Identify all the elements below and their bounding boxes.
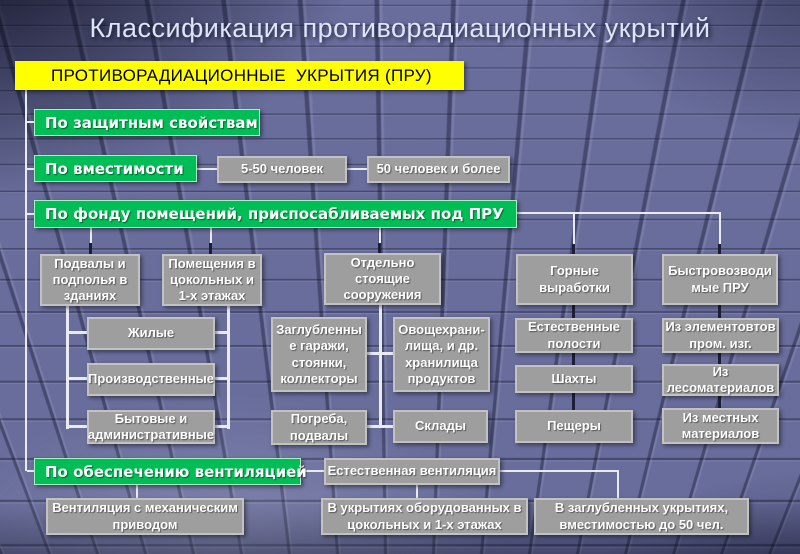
connector-vent-right: [500, 470, 619, 472]
mining-type-natural-cavities: Естественные полости: [515, 318, 633, 353]
connector-dark-r5: [718, 244, 721, 254]
group-mining: Горные выработки: [516, 254, 633, 305]
slide-title: Классификация противорадиационных укрыти…: [89, 13, 711, 43]
connector-dark-p2: [718, 353, 721, 364]
group-prefab: Быстровозводи мые ПРУ: [662, 254, 778, 305]
prefab-type-timber: Из лесоматериалов: [662, 364, 779, 396]
basement-type-household: Бытовые и административные: [87, 410, 215, 444]
root-box: ПРОТИВОРАДИАЦИОННЫЕ УКРЫТИЯ (ПРУ): [15, 61, 464, 90]
connector-vent-drop1: [136, 485, 138, 498]
connector-dark-r4: [572, 244, 575, 254]
connector-d1: [367, 352, 393, 355]
connector-trunk: [25, 90, 27, 471]
connector-dark-r3: [378, 243, 381, 253]
group-basements: Подвалы и подполья в зданиях: [40, 254, 140, 306]
connector-groundfloors-v: [227, 305, 230, 429]
connector-b1: [66, 331, 87, 334]
connector-stub-premises: [27, 213, 34, 215]
category-protective: По защитным свойствам: [34, 109, 260, 136]
prefab-type-industrial-elements: Из элементовтов пром. изг.: [662, 318, 779, 353]
mining-type-shafts: Шахты: [515, 365, 633, 393]
capacity-option-large: 50 человек и более: [367, 156, 510, 183]
ventilation-natural: Естественная вентиляция: [324, 458, 500, 485]
connector-premises-right: [517, 212, 721, 214]
connector-dark-r1: [89, 243, 92, 254]
connector-g3: [215, 425, 229, 428]
category-premises: По фонду помещений, приспосабливаемых по…: [34, 200, 517, 228]
connector-vent-drop2: [416, 485, 418, 498]
category-capacity: По вместимости: [34, 155, 197, 182]
connector-d2: [367, 425, 393, 428]
connector-dark-m2: [572, 353, 575, 365]
capacity-option-small: 5-50 человек: [217, 156, 347, 183]
connector-g1: [215, 331, 229, 334]
connector-stub-capacity: [27, 168, 34, 170]
basement-type-industrial: Производственные: [87, 363, 215, 396]
connector-b2: [66, 377, 87, 380]
mining-type-caves: Пещеры: [515, 410, 633, 443]
connector-capacity-opt2: [347, 168, 367, 170]
connector-g2: [215, 377, 229, 380]
connector-dark-m3: [572, 393, 575, 410]
connector-b3: [66, 425, 87, 428]
connector-detached-v: [379, 305, 382, 428]
detached-type-cellars: Погреба, подвалы: [271, 410, 367, 445]
prefab-type-local-materials: Из местных материалов: [662, 408, 779, 444]
connector-dark-p3: [718, 396, 721, 408]
connector-stub-ventilation: [27, 470, 34, 472]
connector-vent-drop3: [617, 470, 619, 498]
ventilation-mechanical: Вентиляция с механическим приводом: [46, 498, 244, 535]
detached-type-vegetable-stores: Овощехрани- лища, и др. хранилища продук…: [393, 317, 490, 392]
connector-dark-p1: [718, 305, 721, 318]
category-ventilation: По обеспечению вентиляцией: [34, 458, 307, 485]
connector-dark-m1: [572, 305, 575, 318]
group-detached: Отдельно стоящие сооружения: [324, 253, 441, 305]
basement-type-residential: Жилые: [87, 317, 215, 350]
ventilation-ground-floor-shelters: В укрытиях оборудованных в цокольных и 1…: [321, 498, 528, 535]
connector-basements-v: [66, 305, 69, 429]
connector-stub-protective: [27, 121, 34, 123]
detached-type-garages: Заглубленны е гаражи, стоянки, коллектор…: [271, 317, 367, 392]
connector-dark-r2: [209, 243, 212, 254]
connector-capacity-opt1: [197, 168, 217, 170]
ventilation-buried-shelters: В заглубленных укрытиях, вместимостью до…: [534, 498, 749, 535]
group-ground-floors: Помещения в цокольных и 1-х этажах: [162, 254, 262, 306]
detached-type-warehouses: Склады: [393, 410, 488, 443]
